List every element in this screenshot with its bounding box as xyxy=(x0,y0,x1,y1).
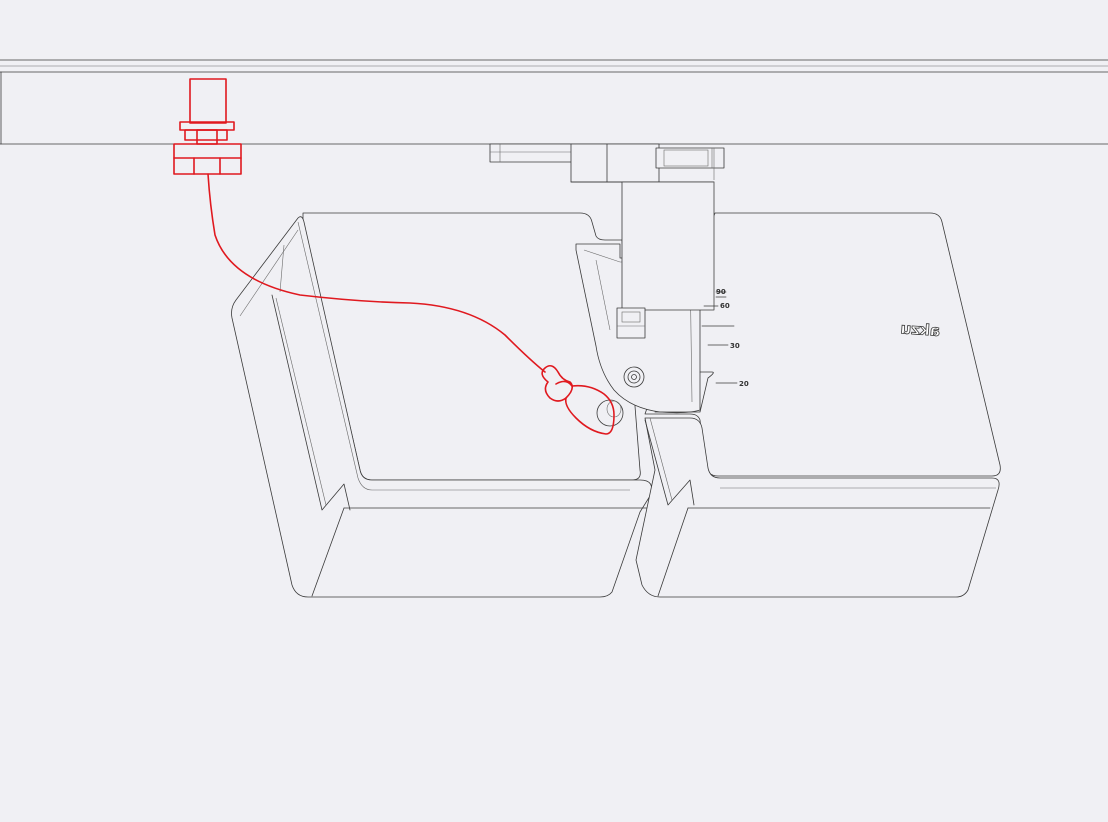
safety-wire xyxy=(207,173,546,373)
scale-label-30: 30 xyxy=(730,342,740,350)
scale-label-90: 90 xyxy=(716,288,726,296)
logo-text: akzu xyxy=(900,319,941,340)
track-rail xyxy=(0,59,1108,145)
pivot-bracket xyxy=(575,181,715,427)
safety-cable xyxy=(173,78,615,435)
cable-loop xyxy=(564,384,615,435)
scale-label-60: 60 xyxy=(720,302,730,310)
luminaire-module-right xyxy=(635,212,1001,598)
angle-scale: 90 60 30 20 xyxy=(701,288,749,388)
scale-label-20: 20 xyxy=(739,380,749,388)
ceiling-anchor xyxy=(173,78,242,175)
brand-logo: akzu xyxy=(899,319,941,341)
track-adapter xyxy=(489,143,725,183)
